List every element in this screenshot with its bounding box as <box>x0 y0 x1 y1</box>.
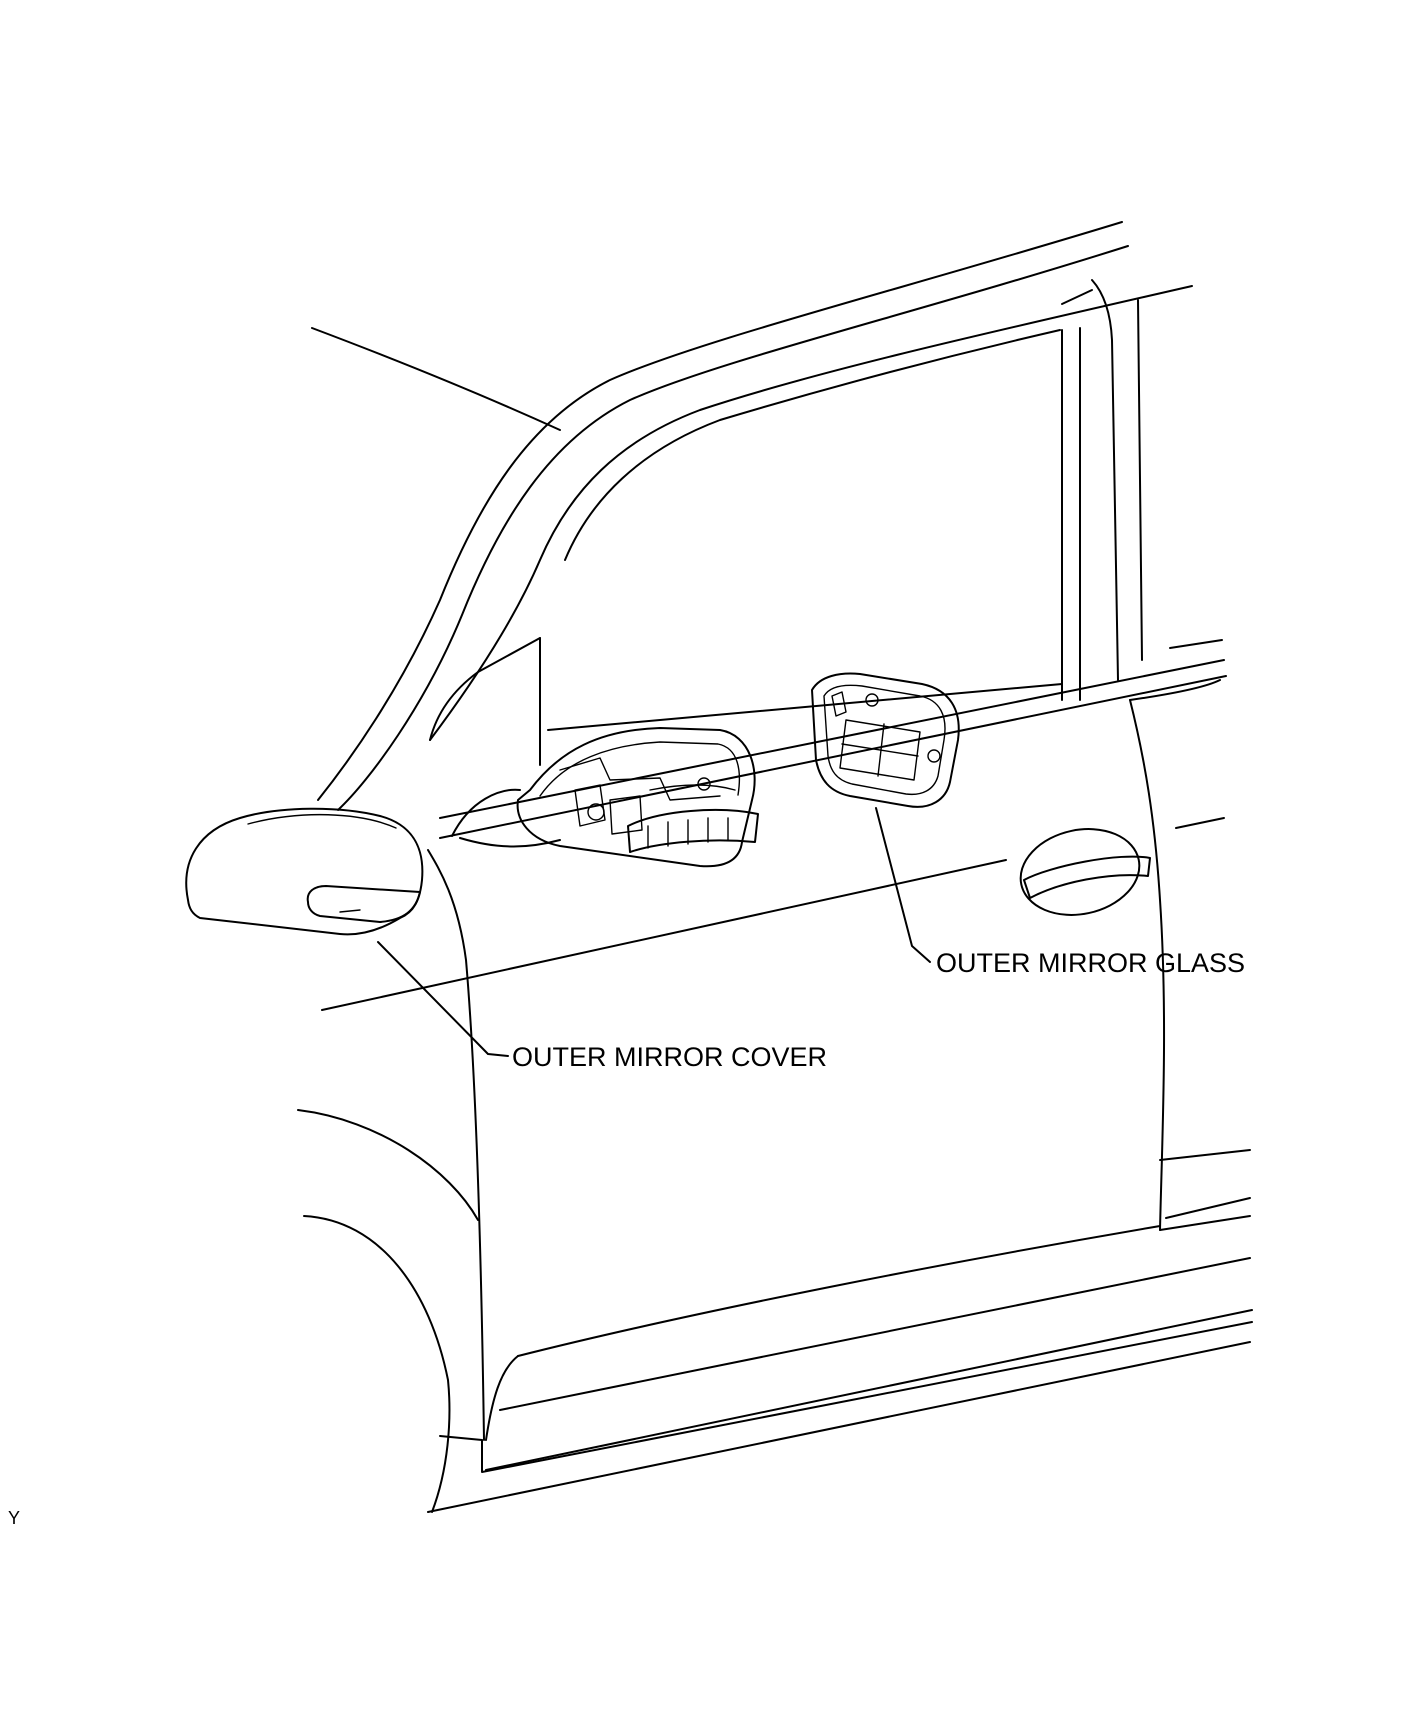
mirror-cover-crease <box>247 813 397 829</box>
glass-clip <box>927 749 941 763</box>
outer-mirror-cover-label: OUTER MIRROR COVER <box>512 1042 827 1072</box>
b-pillar-line-3 <box>1091 279 1119 681</box>
mirror-housing-inner-rim <box>539 741 741 797</box>
fender-step <box>439 1435 483 1441</box>
rear-door-belt <box>1129 679 1221 701</box>
rear-window-sill <box>1169 639 1223 649</box>
character-line-front <box>321 859 1007 1011</box>
rear-door-lower <box>1159 1149 1251 1161</box>
belt-line-lower <box>439 675 1227 839</box>
mechanism-bolt-1 <box>587 803 605 821</box>
rear-sill-line-2 <box>1159 1215 1251 1231</box>
turn-signal-ribs <box>647 817 729 849</box>
vehicle-body <box>297 221 1253 1513</box>
window-frame-outer <box>429 285 1193 741</box>
door-handle-grip <box>1023 855 1151 899</box>
door-front-edge <box>427 849 485 1441</box>
rocker-panel <box>481 1321 1253 1473</box>
outer-mirror-cover <box>185 807 424 936</box>
mirror-housing <box>451 727 759 868</box>
rocker-bottom <box>427 1341 1251 1513</box>
mechanism-bolt-2 <box>697 777 711 791</box>
mirror-housing-outline <box>516 727 756 868</box>
door-lower-panel <box>517 1225 1161 1357</box>
mirror-glass-outline <box>811 672 960 808</box>
glass-leader-line <box>875 807 931 963</box>
roof-rail-inner <box>337 245 1129 811</box>
cover-leader-line <box>377 941 509 1057</box>
heater-plate <box>839 719 921 781</box>
belt-line-upper <box>439 659 1225 819</box>
mechanism-frame <box>559 757 721 801</box>
a-pillar-lower <box>429 637 541 741</box>
fender-arch-outer <box>297 1109 479 1221</box>
glass-pivot <box>865 693 879 707</box>
sill-line-2 <box>485 1309 1253 1471</box>
mechanism-block-2 <box>609 795 643 835</box>
mirror-cover-notch <box>339 909 361 913</box>
b-pillar-top <box>1061 289 1093 305</box>
glass-tab <box>831 691 847 717</box>
door-handle <box>1019 828 1151 916</box>
outer-mirror-glass-label: OUTER MIRROR GLASS <box>936 948 1245 978</box>
door-lower-corner <box>485 1355 519 1441</box>
heater-cross <box>841 723 919 777</box>
character-line-rear <box>1175 817 1225 829</box>
turn-signal-lamp <box>627 809 759 853</box>
door-handle-recess <box>1019 828 1141 916</box>
mechanism-arm <box>649 784 736 791</box>
mirror-glass-rim <box>823 684 946 796</box>
hood-line <box>311 327 561 431</box>
sill-line-1 <box>499 1257 1251 1411</box>
mirror-base-lower <box>459 837 561 848</box>
mirror-cover-opening <box>306 885 421 923</box>
wheel-arch <box>303 1215 451 1513</box>
roof-rail-outer <box>317 221 1123 801</box>
rear-sill-line-1 <box>1165 1197 1251 1219</box>
door-rear-edge <box>1129 699 1166 1231</box>
window-frame-inner <box>564 329 1061 561</box>
figure-code: Y <box>8 1508 20 1528</box>
b-pillar-line-4 <box>1137 299 1143 661</box>
mechanism-block-1 <box>574 784 606 827</box>
mirror-base-upper <box>451 788 521 837</box>
outer-mirror-glass <box>811 672 960 808</box>
window-sill-line <box>547 683 1063 731</box>
mirror-cover-outline <box>185 807 424 936</box>
